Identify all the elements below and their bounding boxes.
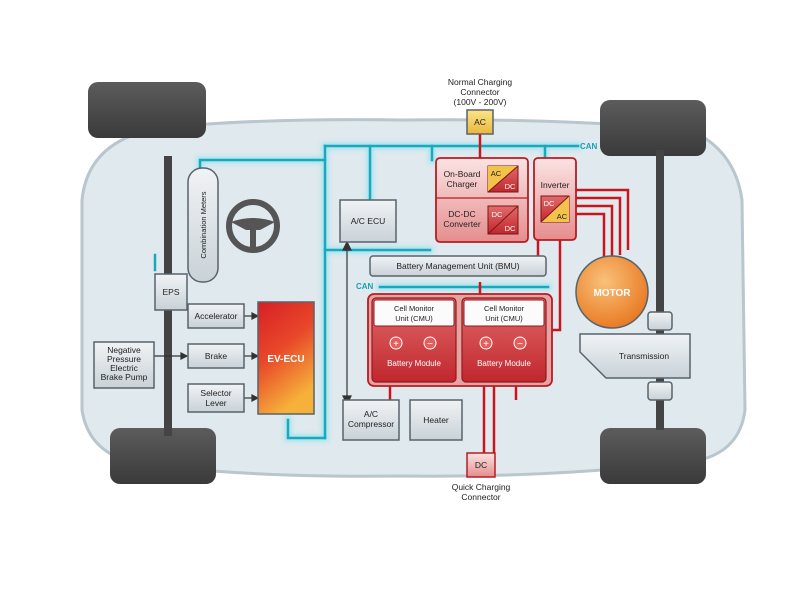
- battery-module-right: Cell Monitor Unit (CMU) + − Battery Modu…: [461, 297, 547, 383]
- svg-text:AC: AC: [491, 169, 502, 178]
- tire-front-left: [88, 82, 206, 138]
- ac-compressor-label-2: Compressor: [348, 419, 394, 429]
- dcdc-label-2: Converter: [443, 219, 480, 229]
- svg-text:DC: DC: [492, 210, 503, 219]
- steering-wheel-icon: [226, 199, 280, 253]
- brake-pump-block: [93, 341, 155, 389]
- minus-terminal-left: −: [427, 339, 433, 350]
- dc-ac-icon: DC AC: [540, 195, 570, 223]
- ev-ecu-label: EV-ECU: [267, 354, 304, 365]
- svg-text:DC: DC: [505, 182, 516, 191]
- plus-terminal-left: +: [393, 339, 399, 350]
- cmu-left-label-2: Unit (CMU): [395, 314, 433, 323]
- dc-dc-icon: DC DC: [487, 205, 519, 235]
- combination-meters-block: [187, 167, 219, 283]
- selector-lever-label-1: Selector: [200, 388, 231, 398]
- tire-rear-right: [600, 428, 706, 484]
- heater-label: Heater: [423, 415, 449, 425]
- can-label-mid: CAN: [356, 282, 374, 291]
- ac-ecu-label: A/C ECU: [351, 216, 385, 226]
- quick-charging-connector: [466, 452, 496, 478]
- quick-charging-title-1: Quick Charging: [452, 482, 511, 492]
- tire-front-right: [600, 100, 706, 156]
- motor-block: [575, 255, 649, 329]
- normal-charging-voltage: (100V - 200V): [454, 97, 507, 107]
- quick-charging-title-2: Connector: [461, 492, 500, 502]
- svg-text:AC: AC: [557, 212, 568, 221]
- selector-lever-block: [187, 383, 245, 413]
- brake-block: [187, 343, 245, 369]
- brake-label: Brake: [205, 351, 227, 361]
- svg-text:DC: DC: [544, 199, 555, 208]
- tire-rear-left: [110, 428, 216, 484]
- inverter-label: Inverter: [541, 180, 570, 190]
- accelerator-label: Accelerator: [195, 311, 238, 321]
- bmu-block: [369, 255, 547, 277]
- plus-terminal-right: +: [483, 339, 489, 350]
- transmission-block: [579, 333, 691, 379]
- bmu-label: Battery Management Unit (BMU): [396, 261, 519, 271]
- onboard-charger-label-2: Charger: [447, 179, 478, 189]
- battery-module-left: Cell Monitor Unit (CMU) + − Battery Modu…: [371, 297, 457, 383]
- brake-pump-label-1: Negative: [107, 345, 141, 355]
- eps-label: EPS: [162, 287, 179, 297]
- right-axle: [656, 150, 664, 430]
- can-bus: [153, 142, 582, 442]
- heater-block: [409, 399, 463, 441]
- normal-charging-title-2: Connector: [460, 87, 499, 97]
- can-label-top: CAN: [580, 142, 598, 151]
- ac-compressor-label-1: A/C: [364, 409, 378, 419]
- accelerator-block: [187, 303, 245, 329]
- brake-pump-label-3: Electric: [110, 363, 139, 373]
- svg-text:DC: DC: [505, 224, 516, 233]
- dcdc-label-1: DC-DC: [448, 209, 475, 219]
- ac-dc-icon: AC DC: [487, 165, 519, 193]
- quick-charging-symbol: DC: [475, 460, 487, 470]
- ev-ecu-arrows: [154, 312, 260, 402]
- transmission-label: Transmission: [619, 351, 669, 361]
- motor-label: MOTOR: [593, 288, 631, 299]
- normal-charging-title-1: Normal Charging: [448, 77, 513, 87]
- transmission-joint-top: [647, 311, 673, 331]
- transmission-joint-bottom: [647, 381, 673, 401]
- battery-module-left-label: Battery Module: [387, 359, 441, 368]
- normal-charging-symbol: AC: [474, 117, 486, 127]
- battery-module-right-label: Battery Module: [477, 359, 531, 368]
- ac-ecu-block: [339, 199, 397, 243]
- selector-lever-label-2: Lever: [205, 398, 226, 408]
- brake-pump-label-4: Brake Pump: [101, 372, 148, 382]
- brake-pump-label-2: Pressure: [107, 354, 141, 364]
- ev-ecu-block: [257, 301, 315, 415]
- combination-meters-label: Combination Meters: [199, 191, 208, 258]
- normal-charging-connector: [466, 109, 494, 135]
- cmu-right-label-1: Cell Monitor: [484, 304, 525, 313]
- minus-terminal-right: −: [517, 339, 523, 350]
- eps-block: [154, 273, 188, 311]
- ac-compressor-block: [342, 399, 400, 441]
- cmu-left-label-1: Cell Monitor: [394, 304, 435, 313]
- cmu-right-label-2: Unit (CMU): [485, 314, 523, 323]
- onboard-charger-label-1: On-Board: [444, 169, 481, 179]
